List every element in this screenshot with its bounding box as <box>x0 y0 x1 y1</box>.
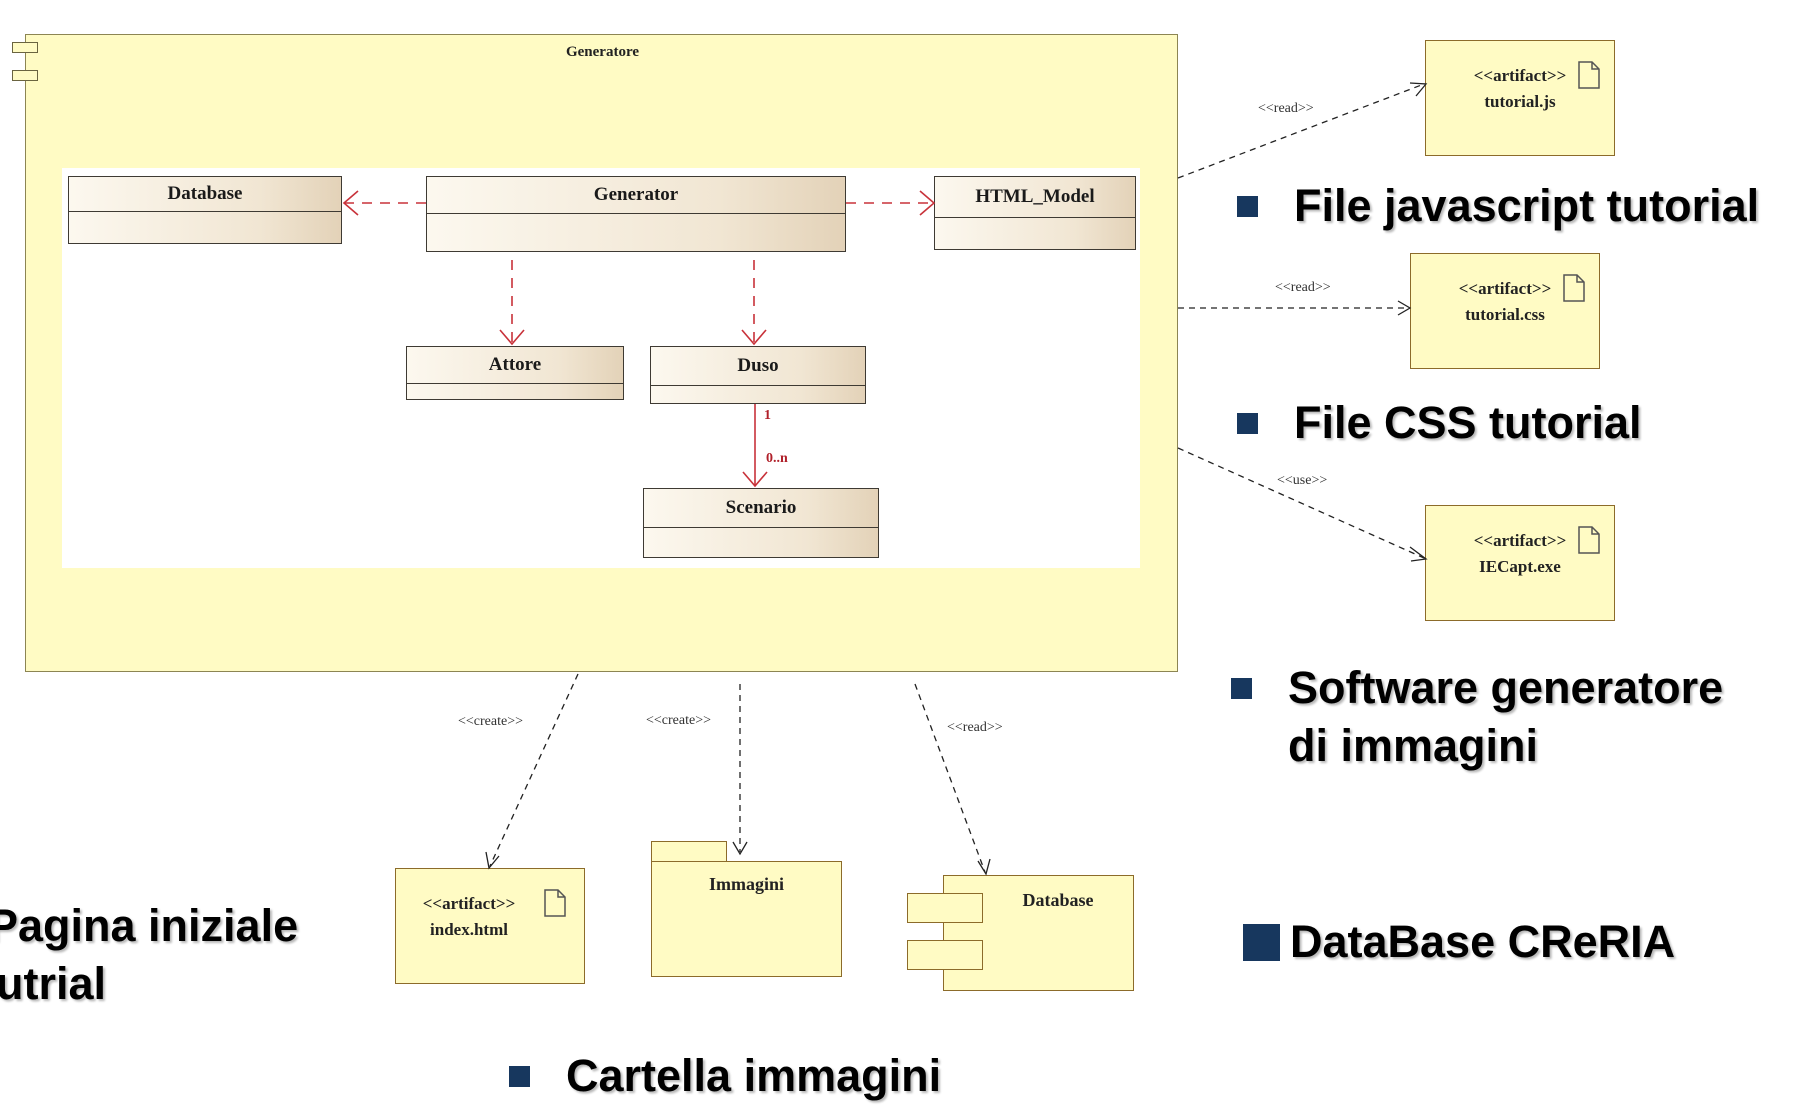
class-name: Scenario <box>644 489 878 528</box>
read-js-line <box>1177 83 1425 179</box>
label-create-images: <<create>> <box>646 713 711 728</box>
artifact-index-html[interactable]: <<artifact>> index.html <box>395 868 585 984</box>
class-name: HTML_Model <box>935 177 1135 218</box>
folder-immagini[interactable]: Immagini <box>651 861 842 977</box>
document-icon <box>1563 274 1585 302</box>
caption-cartella: Cartella immagini <box>566 1050 942 1101</box>
create-index-line <box>489 673 579 867</box>
label-create-index: <<create>> <box>458 714 523 729</box>
db-component-tab-top <box>907 893 983 923</box>
bullet-square-large <box>1243 924 1280 961</box>
caption-pagina-line1: Pagina iniziale <box>0 900 299 951</box>
artifact-name: tutorial.js <box>1484 92 1556 111</box>
caption-pagina-line2: utrial <box>0 958 107 1009</box>
caption-js: File javascript tutorial <box>1294 180 1760 231</box>
artifact-name: tutorial.css <box>1465 305 1545 324</box>
artifact-iecapt[interactable]: <<artifact>> IECapt.exe <box>1425 505 1615 621</box>
database-component[interactable]: Database <box>943 875 1134 991</box>
class-generator[interactable]: Generator <box>426 176 846 252</box>
arrowhead-scenario <box>742 471 768 488</box>
artifact-name: IECapt.exe <box>1479 557 1561 576</box>
db-component-tab-bottom <box>907 940 983 970</box>
label-read-js: <<read>> <box>1258 101 1314 116</box>
artifact-stereotype: <<artifact>> <box>1458 279 1552 298</box>
read-db-line <box>914 683 986 873</box>
caption-database: DataBase CReRIA <box>1290 916 1676 967</box>
arrowhead-html-model <box>919 190 936 216</box>
document-icon <box>1578 526 1600 554</box>
class-name: Generator <box>427 177 845 214</box>
folder-name: Immagini <box>708 874 784 894</box>
class-name: Attore <box>407 347 623 384</box>
arrowhead-attore <box>499 329 525 346</box>
bullet-square <box>509 1066 530 1087</box>
bullet-square <box>1231 678 1252 699</box>
component-icon-tab-bottom <box>12 70 38 81</box>
multiplicity-target: 0..n <box>766 451 788 466</box>
document-icon <box>544 889 566 917</box>
arrowhead-images <box>732 841 748 856</box>
arrowhead-database <box>342 190 359 216</box>
bullet-square <box>1237 196 1258 217</box>
class-scenario[interactable]: Scenario <box>643 488 879 558</box>
use-exe-line <box>1177 447 1425 559</box>
label-use-exe: <<use>> <box>1277 473 1328 488</box>
arrowhead-js <box>1409 82 1428 97</box>
db-component-name: Database <box>1022 890 1094 910</box>
artifact-tutorial-css[interactable]: <<artifact>> tutorial.css <box>1410 253 1600 369</box>
class-database[interactable]: Database <box>68 176 342 244</box>
class-attore[interactable]: Attore <box>406 346 624 400</box>
artifact-stereotype: <<artifact>> <box>422 894 516 913</box>
artifact-stereotype: <<artifact>> <box>1473 66 1567 85</box>
multiplicity-source: 1 <box>764 408 771 423</box>
document-icon <box>1578 61 1600 89</box>
artifact-stereotype: <<artifact>> <box>1473 531 1567 550</box>
arrowhead-duso <box>741 329 767 346</box>
arrowhead-db <box>977 858 991 876</box>
class-duso[interactable]: Duso <box>650 346 866 404</box>
label-read-css: <<read>> <box>1275 280 1331 295</box>
caption-software-line2: di immagini <box>1288 720 1539 771</box>
artifact-name: index.html <box>430 920 508 939</box>
arrowhead-exe <box>1409 546 1428 562</box>
arrowhead-css <box>1397 300 1412 316</box>
bullet-square <box>1237 413 1258 434</box>
component-title: Generatore <box>565 44 640 60</box>
class-html-model[interactable]: HTML_Model <box>934 176 1136 250</box>
caption-software-line1: Software generatore <box>1288 662 1724 713</box>
class-name: Database <box>69 177 341 212</box>
class-name: Duso <box>651 347 865 386</box>
label-read-db: <<read>> <box>947 720 1003 735</box>
caption-css: File CSS tutorial <box>1294 397 1642 448</box>
artifact-tutorial-js[interactable]: <<artifact>> tutorial.js <box>1425 40 1615 156</box>
arrowhead-index <box>485 851 500 870</box>
component-icon-tab-top <box>12 42 38 53</box>
